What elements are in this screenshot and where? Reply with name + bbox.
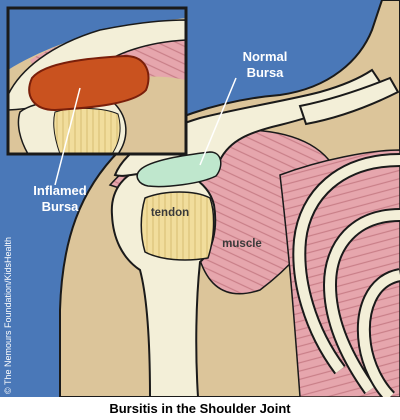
- ribs: [292, 153, 400, 397]
- credit-text: © The Nemours Foundation/KidsHealth: [3, 237, 13, 394]
- normal-bursa: [136, 151, 222, 188]
- normal-bursa-pointer: [199, 77, 237, 166]
- normal-bursa-label-line2: Bursa: [247, 65, 285, 80]
- muscle-label: muscle: [222, 238, 262, 250]
- figure-caption: Bursitis in the Shoulder Joint: [0, 397, 400, 420]
- inflamed-bursa-pointer: [54, 87, 81, 186]
- inflamed-bursa-label-line2: Bursa: [42, 199, 80, 214]
- inflamed-bursa: [28, 54, 150, 112]
- normal-bursa-label-line1: Normal: [243, 49, 288, 64]
- inset-panel: [6, 6, 188, 156]
- clavicle: [298, 76, 400, 126]
- tendon-label: tendon: [151, 207, 189, 219]
- inflamed-bursa-label-line1: Inflamed: [33, 183, 87, 198]
- bursitis-illustration: Normal Bursa Inflamed Bursa tendon muscl…: [0, 0, 400, 397]
- tendon: [140, 191, 215, 261]
